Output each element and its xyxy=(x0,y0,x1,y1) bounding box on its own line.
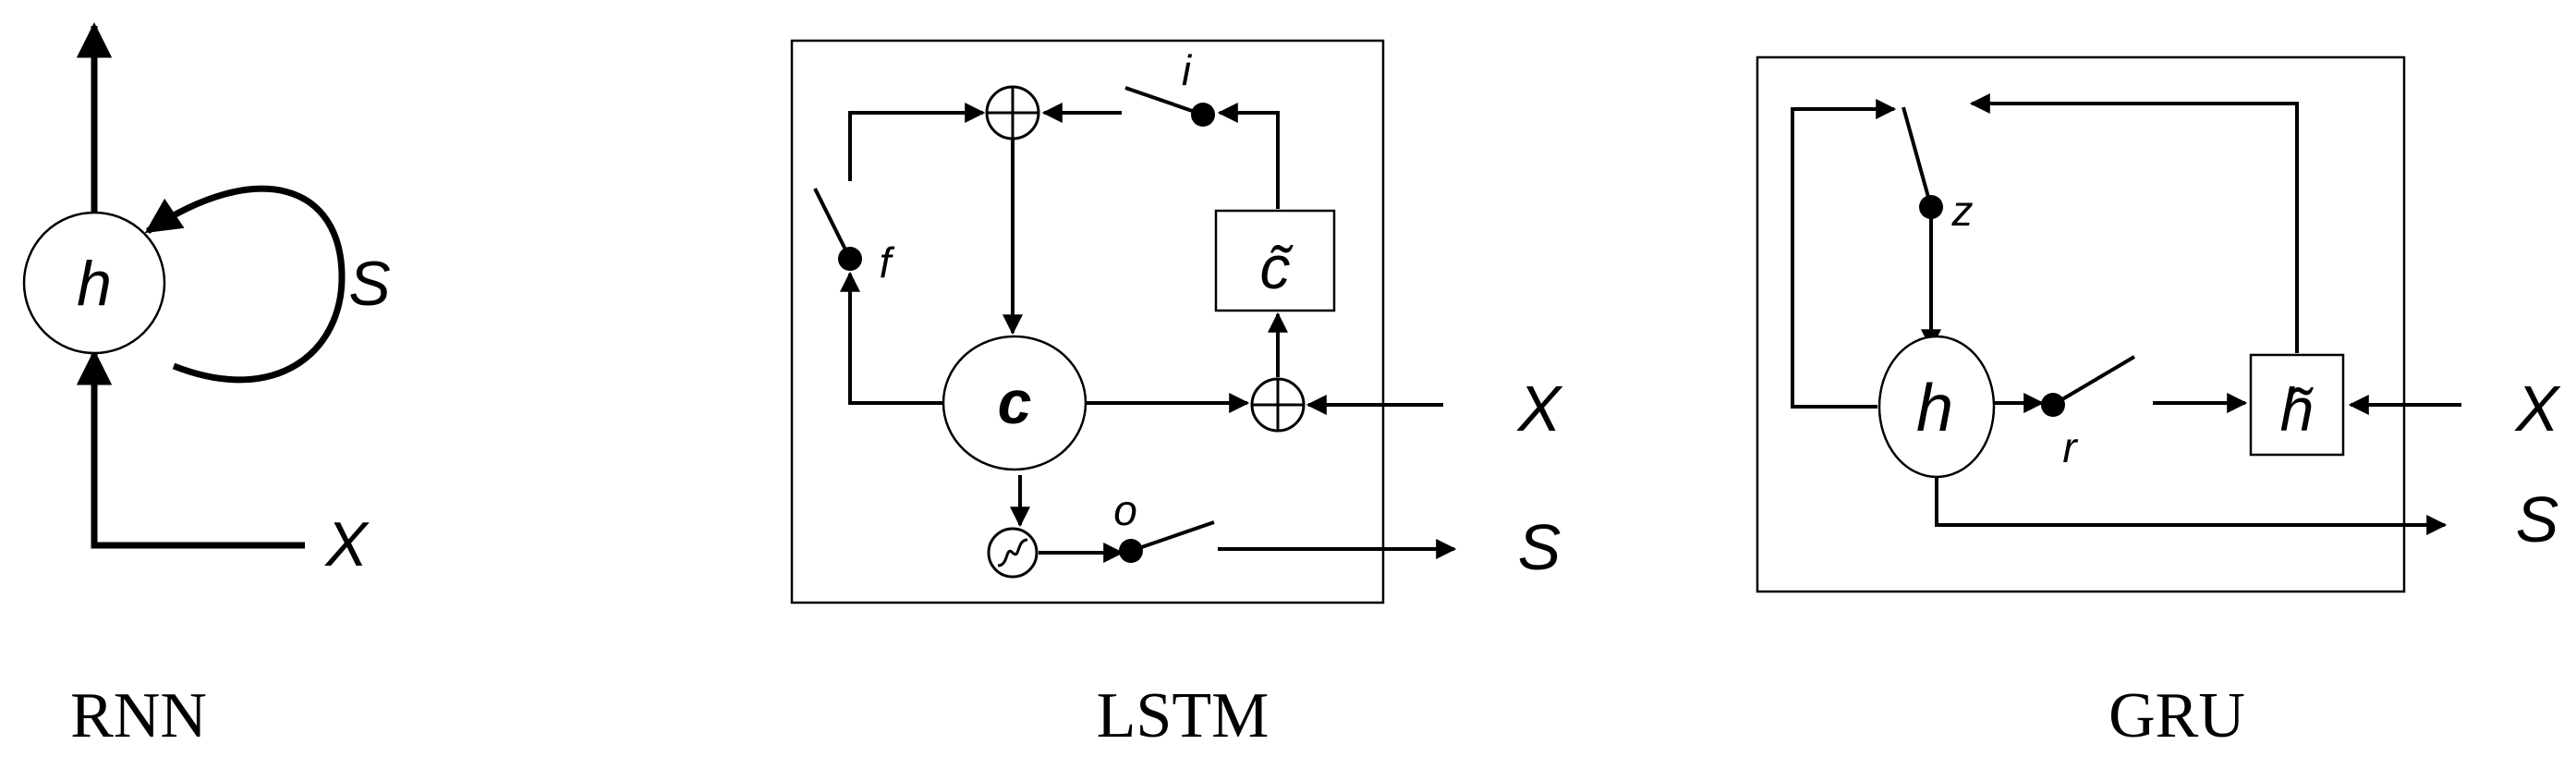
rnn-input-arrow xyxy=(76,349,305,549)
gru-update-gate-label: z xyxy=(1951,187,1974,235)
lstm-input-dot xyxy=(1191,103,1215,127)
gru-output-label: S xyxy=(2516,483,2559,555)
gru-hidden-node xyxy=(1877,335,1996,479)
rnn-caption: RNN xyxy=(70,680,207,751)
gru-diagram xyxy=(1756,55,2461,593)
gru-hidden-loop xyxy=(1791,99,1897,409)
gru-candidate-feedback xyxy=(1969,93,2299,353)
lstm-diagram xyxy=(790,39,1457,604)
lstm-candidate-to-input-gate xyxy=(1217,103,1280,209)
gru-candidate-label: h̃ xyxy=(2280,375,2315,444)
rnn-hidden-label: h xyxy=(77,249,112,319)
lstm-output-dot xyxy=(1119,539,1143,563)
lstm-candidate-box xyxy=(1214,209,1336,312)
gru-reset-dot xyxy=(2041,393,2065,417)
lstm-forget-dot xyxy=(838,247,862,271)
lstm-cell-label: c xyxy=(998,368,1032,436)
rnn-diagram xyxy=(22,22,346,549)
rnn-hidden-node xyxy=(22,211,166,355)
lstm-forget-gate-label: f xyxy=(880,238,895,287)
gru-output-arrow xyxy=(1935,473,2448,535)
gru-input-label: X xyxy=(2514,372,2561,445)
lstm-output-label: S xyxy=(1518,511,1561,583)
lstm-output-gate-label: o xyxy=(1113,486,1137,534)
lstm-cell-node xyxy=(942,335,1088,471)
rnn-state-label: S xyxy=(348,249,390,319)
gru-hidden-label: h xyxy=(1916,372,1953,446)
lstm-input-switch xyxy=(1124,86,1204,116)
gru-update-dot xyxy=(1919,195,1943,219)
lstm-input-gate-label: i xyxy=(1182,46,1193,94)
lstm-output-switch xyxy=(1130,520,1215,553)
lstm-frame xyxy=(790,39,1385,604)
lstm-activation-curve xyxy=(997,538,1028,568)
gru-gate-dots xyxy=(1919,195,2065,417)
lstm-forget-switch xyxy=(813,188,852,260)
gru-candidate-box xyxy=(2249,353,2345,457)
gru-reset-switch xyxy=(2051,355,2136,407)
lstm-input-label: X xyxy=(1516,372,1563,445)
gru-frame xyxy=(1756,55,2406,593)
gru-reset-gate-label: r xyxy=(2062,423,2078,471)
rnn-recurrent-loop xyxy=(144,185,346,384)
lstm-candidate-label: c̃ xyxy=(1260,233,1294,301)
lstm-forget-to-adder xyxy=(848,103,986,181)
gru-update-switch xyxy=(1902,106,1933,208)
lstm-caption: LSTM xyxy=(1096,680,1270,751)
rnn-input-label: X xyxy=(323,509,370,580)
lstm-gate-dots xyxy=(838,103,1215,563)
gru-caption: GRU xyxy=(2108,680,2245,751)
lstm-cell-to-forget xyxy=(840,271,944,405)
